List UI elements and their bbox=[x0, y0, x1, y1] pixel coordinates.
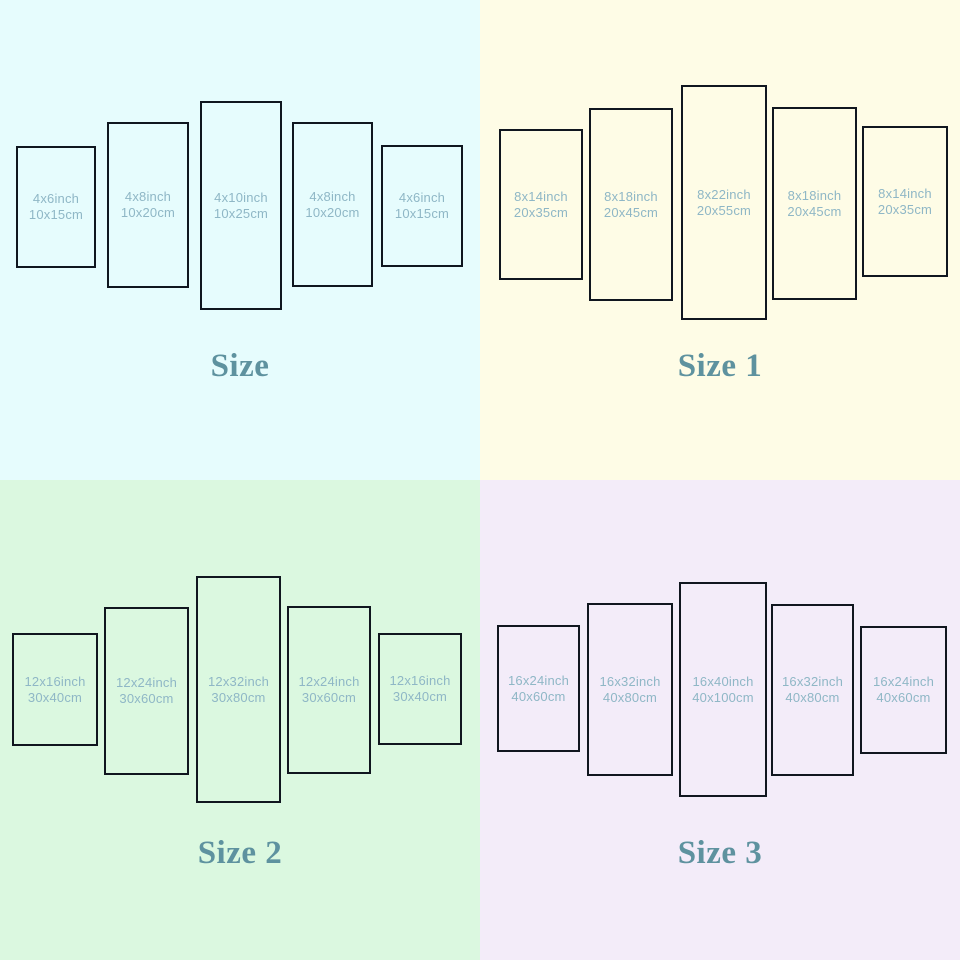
panel-size-cm: 40x60cm bbox=[876, 690, 931, 705]
quadrant-title-size-2: Size 2 bbox=[197, 835, 283, 871]
quadrant-title-size: Size bbox=[210, 348, 270, 384]
panel-size-cm: 40x100cm bbox=[692, 689, 754, 705]
panel-size-cm: 10x15cm bbox=[394, 206, 450, 221]
panel-size-inch: 4x8inch bbox=[309, 188, 356, 204]
panel-size-inch: 12x16inch bbox=[389, 673, 451, 688]
panel-size-inch: 8x22inch bbox=[697, 186, 751, 202]
panel-size-inch: 12x24inch bbox=[115, 675, 178, 690]
panel-size-cm: 40x60cm bbox=[511, 688, 566, 704]
panel-size-cm: 30x40cm bbox=[27, 689, 83, 705]
panel-size-inch: 16x40inch bbox=[692, 673, 754, 689]
panel-size-inch: 8x14inch bbox=[514, 188, 568, 204]
panel-size-cm: 30x60cm bbox=[119, 691, 174, 706]
panel-size-cm: 40x80cm bbox=[602, 689, 658, 705]
panel-size-cm: 10x25cm bbox=[213, 205, 269, 221]
panel-size-cm: 10x15cm bbox=[28, 207, 84, 222]
panel-size-inch: 4x6inch bbox=[32, 191, 80, 206]
panel-size-inch: 4x10inch bbox=[214, 189, 268, 205]
quadrant-title-size-3: Size 3 bbox=[677, 835, 763, 871]
panel-size-inch: 12x24inch bbox=[298, 674, 360, 689]
panel-size-inch: 16x24inch bbox=[872, 674, 935, 689]
panel-size-inch: 8x14inch bbox=[878, 185, 932, 201]
panel-size-cm: 20x55cm bbox=[696, 202, 752, 218]
panel-size-cm: 10x20cm bbox=[305, 204, 360, 220]
panel-size-inch: 12x32inch bbox=[207, 673, 270, 689]
panel-size-inch: 12x16inch bbox=[24, 673, 86, 689]
panel-size-cm: 30x80cm bbox=[211, 689, 266, 705]
panel-size-inch: 4x6inch bbox=[398, 190, 446, 205]
panel-size-cm: 10x20cm bbox=[120, 205, 176, 220]
panel-size-inch: 4x8inch bbox=[124, 189, 172, 204]
panel-size-cm: 20x45cm bbox=[603, 204, 659, 220]
panel-size-cm: 40x80cm bbox=[785, 690, 840, 705]
panel-size-inch: 16x32inch bbox=[781, 674, 844, 689]
panel-size-cm: 30x40cm bbox=[392, 689, 448, 704]
panel-size-cm: 20x35cm bbox=[513, 204, 569, 220]
panel-size-inch: 16x32inch bbox=[599, 673, 661, 689]
quadrant-title-size-1: Size 1 bbox=[677, 348, 763, 384]
panel-size-inch: 8x18inch bbox=[787, 187, 842, 203]
panel-size-inch: 8x18inch bbox=[604, 188, 658, 204]
panel-size-cm: 20x45cm bbox=[787, 203, 842, 219]
panel-size-cm: 30x60cm bbox=[301, 690, 357, 705]
panel-size-inch: 16x24inch bbox=[507, 672, 570, 688]
panel-size-cm: 20x35cm bbox=[877, 201, 933, 217]
